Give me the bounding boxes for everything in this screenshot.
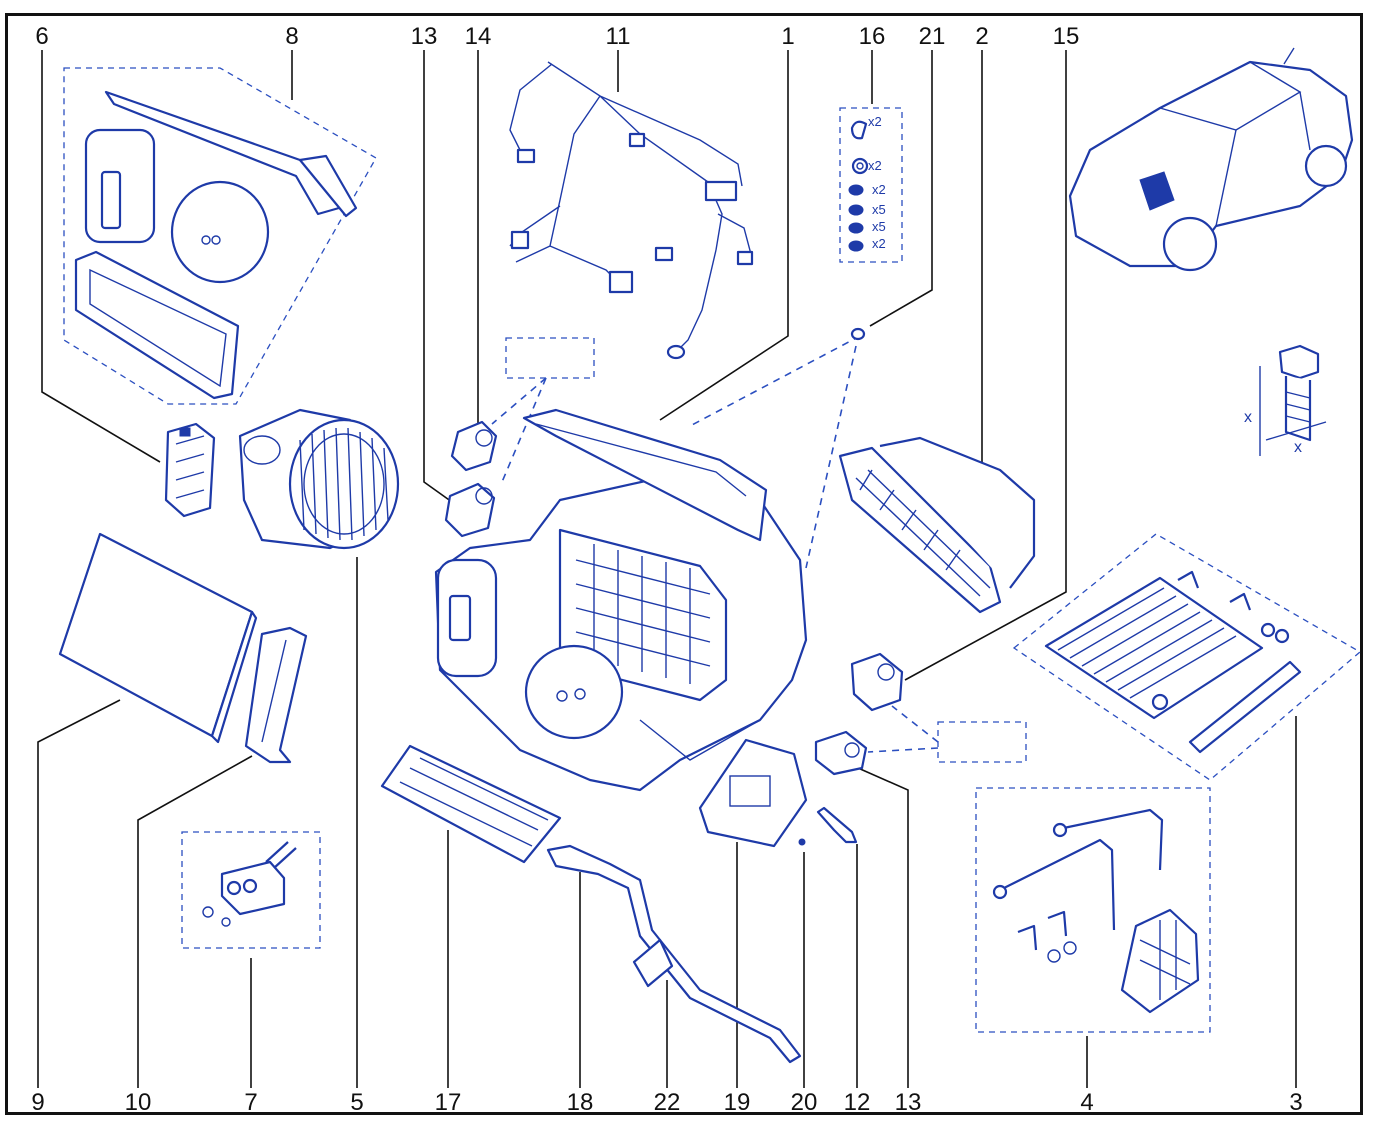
callout-3: 3 bbox=[1289, 1089, 1302, 1116]
arrow-to-part-13 bbox=[501, 377, 547, 483]
callout-20: 20 bbox=[791, 1089, 818, 1116]
actuator-placeholder-box-bottom bbox=[937, 721, 1027, 763]
callout-18: 18 bbox=[567, 1089, 594, 1116]
measure-length-x: x bbox=[1244, 409, 1252, 426]
bolt-measure-icon: x x bbox=[1244, 344, 1327, 456]
leader-lines bbox=[37, 50, 1297, 1088]
callout-5: 5 bbox=[350, 1089, 363, 1116]
qty-screw-d: x2 bbox=[872, 236, 886, 251]
part-4-pipe-kit bbox=[975, 787, 1211, 1033]
part-9-cabin-filter bbox=[58, 532, 258, 744]
qty-washer: x2 bbox=[868, 158, 882, 173]
part-3-heater-core-kit bbox=[1012, 533, 1362, 781]
part-8-seal-kit bbox=[63, 67, 377, 405]
leader-13-top bbox=[423, 50, 453, 503]
callout-7: 7 bbox=[244, 1089, 257, 1116]
callout-6: 6 bbox=[35, 23, 48, 50]
arrow-screw-to-housing bbox=[689, 335, 861, 427]
part-13-actuator-left bbox=[444, 482, 496, 538]
part-2-evaporator-cover bbox=[838, 436, 1036, 614]
part-10-filter-cover bbox=[244, 626, 308, 764]
callout-9: 9 bbox=[31, 1089, 44, 1116]
callout-13-bottom: 13 bbox=[895, 1089, 922, 1116]
part-20-screw bbox=[798, 838, 806, 846]
arrow-to-part-15 bbox=[891, 705, 939, 743]
callout-8: 8 bbox=[285, 23, 298, 50]
arrow-to-part-13-right bbox=[867, 747, 939, 753]
leader-15 bbox=[904, 50, 1067, 681]
callout-1: 1 bbox=[781, 23, 794, 50]
part-13-actuator-right bbox=[814, 730, 868, 776]
callout-10: 10 bbox=[125, 1089, 152, 1116]
qty-screw-c: x5 bbox=[872, 219, 886, 234]
part-7-expansion-valve bbox=[181, 831, 321, 949]
part-16-fastener-kit: x2 x2 x2 x5 x5 x2 bbox=[839, 107, 903, 263]
qty-screw-b: x5 bbox=[872, 202, 886, 217]
callout-16: 16 bbox=[859, 23, 886, 50]
leader-13-bottom bbox=[857, 767, 909, 1088]
qty-screw-a: x2 bbox=[872, 182, 886, 197]
part-22-clip bbox=[632, 938, 674, 988]
part-5-blower-fan bbox=[238, 408, 400, 550]
callout-11: 11 bbox=[606, 23, 631, 50]
part-1-hvac-housing bbox=[434, 408, 808, 792]
qty-clip: x2 bbox=[868, 114, 882, 129]
part-14-actuator bbox=[450, 420, 498, 472]
actuator-placeholder-box-top bbox=[505, 337, 595, 379]
callout-13-top: 13 bbox=[411, 23, 438, 50]
callout-19: 19 bbox=[724, 1089, 751, 1116]
part-12-temperature-sensor bbox=[816, 806, 858, 844]
callout-15: 15 bbox=[1053, 23, 1080, 50]
part-21-screw bbox=[850, 327, 866, 341]
callout-21: 21 bbox=[919, 23, 946, 50]
callout-2: 2 bbox=[975, 23, 988, 50]
leader-10 bbox=[137, 755, 253, 1088]
callout-17: 17 bbox=[435, 1089, 462, 1116]
vehicle-locator-car bbox=[1068, 47, 1354, 272]
part-19-control-module bbox=[698, 738, 808, 848]
part-15-actuator bbox=[850, 652, 904, 712]
leader-9 bbox=[37, 699, 121, 1088]
callout-14: 14 bbox=[465, 23, 492, 50]
leader-21 bbox=[869, 50, 933, 327]
part-17-ptc-heater bbox=[380, 744, 562, 864]
leader-6 bbox=[41, 50, 161, 463]
measure-diameter-x: x bbox=[1294, 439, 1302, 456]
part-11-wiring-harness bbox=[509, 61, 754, 360]
part-18-pipe bbox=[546, 844, 802, 1064]
part-6-blower-resistor bbox=[164, 422, 216, 518]
leader-1 bbox=[659, 50, 789, 421]
callout-22: 22 bbox=[654, 1089, 681, 1116]
callout-12: 12 bbox=[844, 1089, 871, 1116]
callout-4: 4 bbox=[1080, 1089, 1093, 1116]
diagram-frame bbox=[5, 13, 1363, 1115]
